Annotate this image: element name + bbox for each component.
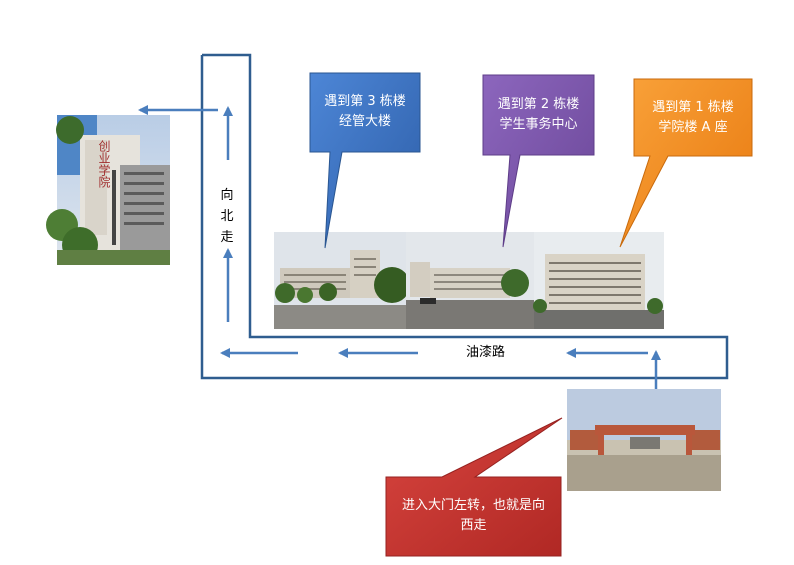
callout-building1-text: 遇到第 1 栋楼 学院楼 A 座 — [652, 100, 734, 135]
callout-building3-text: 遇到第 3 栋楼 经管大楼 — [324, 94, 406, 129]
road-name-label: 油漆路 — [466, 345, 506, 360]
building-photo-3 — [274, 232, 410, 329]
callout-building3-shape — [309, 72, 421, 249]
callout-gate-text: 进入大门左转，也就是向 西走 — [401, 498, 545, 533]
route-road-outline — [200, 53, 729, 380]
campus-gate-photo — [567, 389, 721, 491]
building-photo-1 — [533, 232, 664, 329]
north-direction-label: 向 北 走 — [220, 188, 234, 245]
school-building-photo — [46, 115, 170, 265]
callout-building1-shape — [619, 78, 753, 248]
callout-gate-shape — [385, 417, 563, 557]
school-sign-text: 创业学院 — [97, 140, 111, 188]
building-photo-2 — [406, 232, 534, 329]
callout-building2-shape — [482, 74, 595, 248]
callout-building2-text: 遇到第 2 栋楼 学生事务中心 — [497, 97, 580, 132]
